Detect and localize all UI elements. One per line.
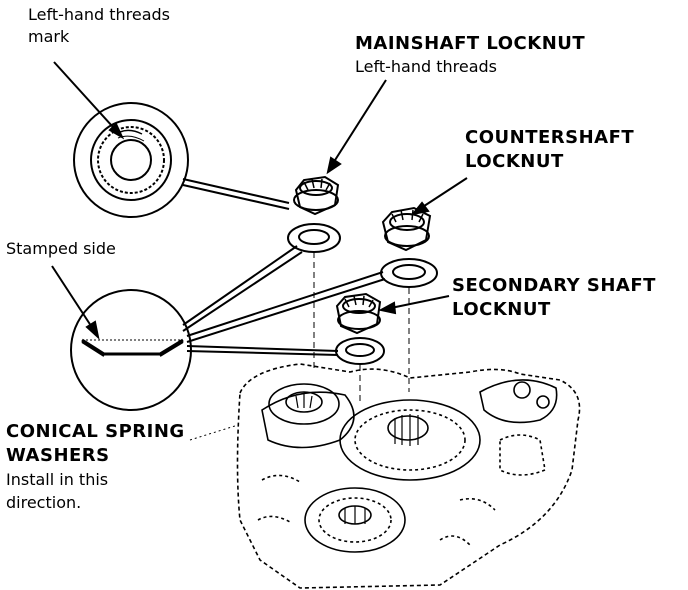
- secondary-shaft-leader: [378, 295, 450, 315]
- conical-spring-washers-instruction-line1: Install in this: [6, 470, 109, 489]
- lh-threads-mark-detail: [73, 102, 189, 218]
- secondary-shaft-locknut: [335, 292, 382, 335]
- lh-threads-mark-label-line1: Left-hand threads: [28, 5, 170, 24]
- stamped-side-leader: [51, 265, 100, 340]
- washer-connector-lines: [182, 245, 386, 356]
- shaft-centerlines: [313, 252, 410, 402]
- lh-threads-mark-label-line2: mark: [28, 27, 70, 46]
- conical-washer-detail: [70, 289, 192, 411]
- mainshaft-locknut-subtitle: Left-hand threads: [355, 57, 497, 76]
- countershaft-locknut-title-line1: COUNTERSHAFT: [465, 127, 635, 148]
- transmission-housing: [236, 363, 581, 589]
- conical-washers-leader: [189, 424, 239, 441]
- secondary-shaft-locknut-title-line1: SECONDARY SHAFT: [452, 275, 656, 296]
- stamped-side-label: Stamped side: [6, 239, 116, 258]
- countershaft-locknut: [381, 206, 432, 252]
- countershaft-washer: [380, 258, 438, 288]
- lh-mark-leader: [53, 61, 125, 140]
- mainshaft-leader: [326, 79, 387, 175]
- countershaft-leader: [410, 177, 468, 216]
- mainshaft-locknut-title: MAINSHAFT LOCKNUT: [355, 33, 586, 54]
- conical-spring-washers-title-line2: WASHERS: [6, 445, 110, 466]
- conical-spring-washers-instruction-line2: direction.: [6, 493, 82, 512]
- detail-connector-lines: [182, 178, 290, 210]
- mainshaft-locknut: [293, 175, 340, 216]
- secondary-shaft-washer: [335, 337, 385, 365]
- secondary-shaft-locknut-title-line2: LOCKNUT: [452, 299, 551, 320]
- conical-spring-washers-title-line1: CONICAL SPRING: [6, 421, 185, 442]
- countershaft-locknut-title-line2: LOCKNUT: [465, 151, 564, 172]
